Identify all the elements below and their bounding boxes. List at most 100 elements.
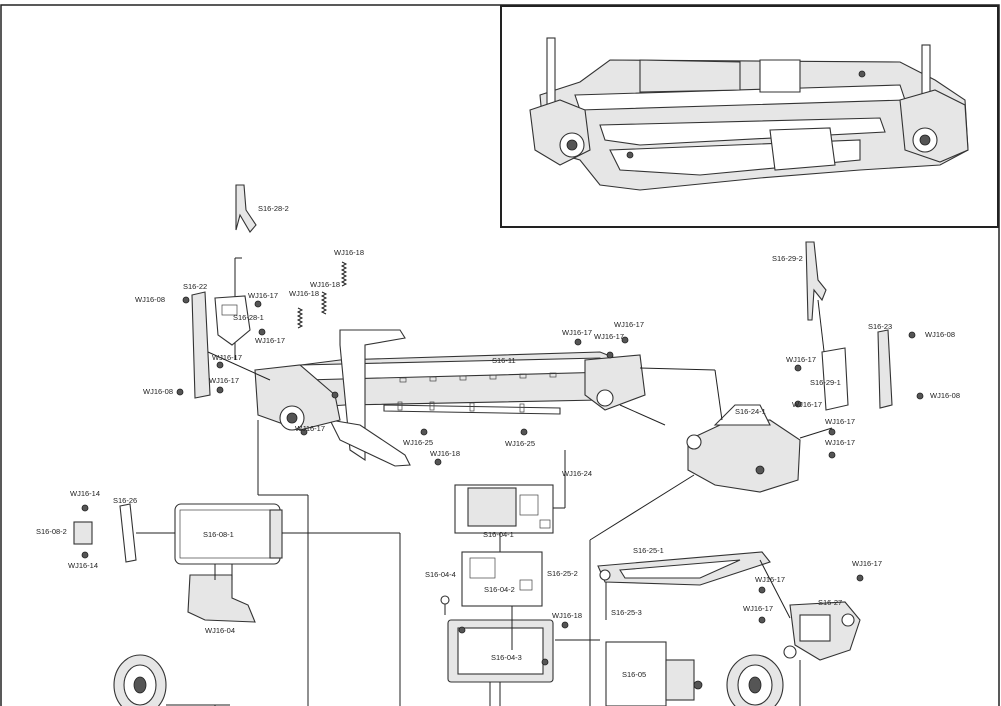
label-wj16-17: WJ16-17 (743, 604, 773, 613)
inset-battery-tray (639, 59, 741, 93)
part-labels: S16-28-2 S16-22 WJ16-08 WJ16-17 S16-28-1… (36, 204, 960, 679)
label-wj16-17: WJ16-17 (594, 332, 624, 341)
inset-rear-bolt (626, 151, 634, 159)
motor-end-cap (269, 509, 283, 559)
chassis-front-bearing (596, 389, 614, 407)
label-wj16-17: WJ16-17 (255, 336, 285, 345)
screw-icon (758, 586, 766, 594)
label-wj16-17: WJ16-17 (755, 575, 785, 584)
screw-icon (758, 616, 766, 624)
label-s16-05: S16-05 (622, 670, 646, 679)
front-bulkhead-bearing (686, 434, 702, 450)
rear-bulkhead-left (254, 364, 341, 431)
screw-icon (216, 386, 224, 394)
pinion-gear-s16-08-2 (73, 521, 93, 545)
label-wj16-14: WJ16-14 (68, 561, 98, 570)
label-s16-08-1: S16-08-1 (203, 530, 234, 539)
label-wj16-18: WJ16-18 (310, 280, 340, 289)
screw-icon (621, 336, 629, 344)
led-s16-04-4 (440, 595, 450, 605)
motor-mount-s16-26 (119, 503, 137, 563)
inset-chassis-channel (599, 117, 886, 146)
inset-left-wheel-bearing-inner (566, 139, 578, 151)
front-bulkhead-s16-24-1 (687, 419, 801, 493)
inset-right-wheel-bearing-inner (919, 134, 931, 146)
screw-icon (182, 296, 190, 304)
rear-differential-gear (113, 654, 167, 706)
screw-icon (794, 400, 802, 408)
label-wj16-17: WJ16-17 (562, 328, 592, 337)
label-s16-29-2: S16-29-2 (772, 254, 803, 263)
front-mount-s16-29-1 (821, 347, 849, 411)
label-s16-04-4: S16-04-4 (425, 570, 456, 579)
label-s16-04-1: S16-04-1 (483, 530, 514, 539)
label-s16-28-2: S16-28-2 (258, 204, 289, 213)
label-s16-25-2: S16-25-2 (547, 569, 578, 578)
screw-icon (574, 338, 582, 346)
screw-icon (606, 351, 614, 359)
screw-icon (254, 300, 262, 308)
label-wj16-17: WJ16-17 (852, 559, 882, 568)
label-wj16-17: WJ16-17 (295, 424, 325, 433)
screw-icon (176, 388, 184, 396)
screw-icon (828, 428, 836, 436)
label-s16-27: S16-27 (818, 598, 842, 607)
label-wj16-17: WJ16-17 (209, 376, 239, 385)
arm-pivot-s16-25-2 (599, 569, 611, 581)
label-s16-26: S16-26 (113, 496, 137, 505)
label-wj16-08: WJ16-08 (143, 387, 173, 396)
spring-icon (340, 261, 348, 287)
springs (296, 261, 348, 329)
label-wj16-24: WJ16-24 (562, 469, 592, 478)
label-wj16-18: WJ16-18 (552, 611, 582, 620)
label-wj16-17: WJ16-17 (792, 400, 822, 409)
motor-wire-harness-wj16-04 (187, 574, 256, 623)
spring-icon (320, 291, 328, 315)
label-s16-22: S16-22 (183, 282, 207, 291)
front-body-mount-s16-23 (877, 329, 893, 409)
battery-holder-bar (383, 401, 561, 415)
assembled-chassis-inset (500, 5, 999, 228)
screw-icon (434, 458, 442, 466)
chassis-hole-3 (459, 375, 467, 381)
label-wj16-17: WJ16-17 (212, 353, 242, 362)
label-wj16-17: WJ16-17 (786, 355, 816, 364)
label-wj16-08: WJ16-08 (925, 330, 955, 339)
screw-icon (216, 361, 224, 369)
rear-mount-s16-28-1 (214, 295, 251, 346)
main-chassis-s16-11 (254, 329, 666, 467)
label-wj16-17: WJ16-17 (825, 417, 855, 426)
label-wj16-18: WJ16-18 (334, 248, 364, 257)
label-wj16-08: WJ16-08 (135, 295, 165, 304)
inset-motor-block (769, 127, 836, 171)
chassis-hole-4 (489, 374, 497, 380)
screws (81, 296, 924, 629)
screw-icon (856, 574, 864, 582)
label-wj16-14: WJ16-14 (70, 489, 100, 498)
rear-upright-s16-28-2 (235, 184, 257, 233)
label-wj16-25: WJ16-25 (505, 439, 535, 448)
label-wj16-17: WJ16-17 (825, 438, 855, 447)
chassis-hole-5 (519, 373, 527, 379)
screw-icon (81, 504, 89, 512)
label-wj16-18: WJ16-18 (430, 449, 460, 458)
screw-icon (520, 428, 528, 436)
label-wj16-17: WJ16-17 (614, 320, 644, 329)
label-s16-25-1: S16-25-1 (633, 546, 664, 555)
screw-icon (828, 451, 836, 459)
label-s16-29-1: S16-29-1 (810, 378, 841, 387)
chassis-screw-rear (331, 391, 339, 399)
label-s16-23: S16-23 (868, 322, 892, 331)
chassis-arm-lower (329, 419, 411, 467)
inset-right-knuckle (899, 89, 969, 163)
label-wj16-04: WJ16-04 (205, 626, 235, 635)
spring-icon (296, 307, 304, 329)
rear-body-mount-s16-22 (191, 291, 211, 399)
screw-icon (81, 551, 89, 559)
screw-icon (916, 392, 924, 400)
label-s16-24-1: S16-24-1 (735, 407, 766, 416)
esc-board-s16-04-2 (461, 551, 543, 607)
label-wj16-25: WJ16-25 (403, 438, 433, 447)
label-s16-08-2: S16-08-2 (36, 527, 67, 536)
screw-icon (300, 428, 308, 436)
